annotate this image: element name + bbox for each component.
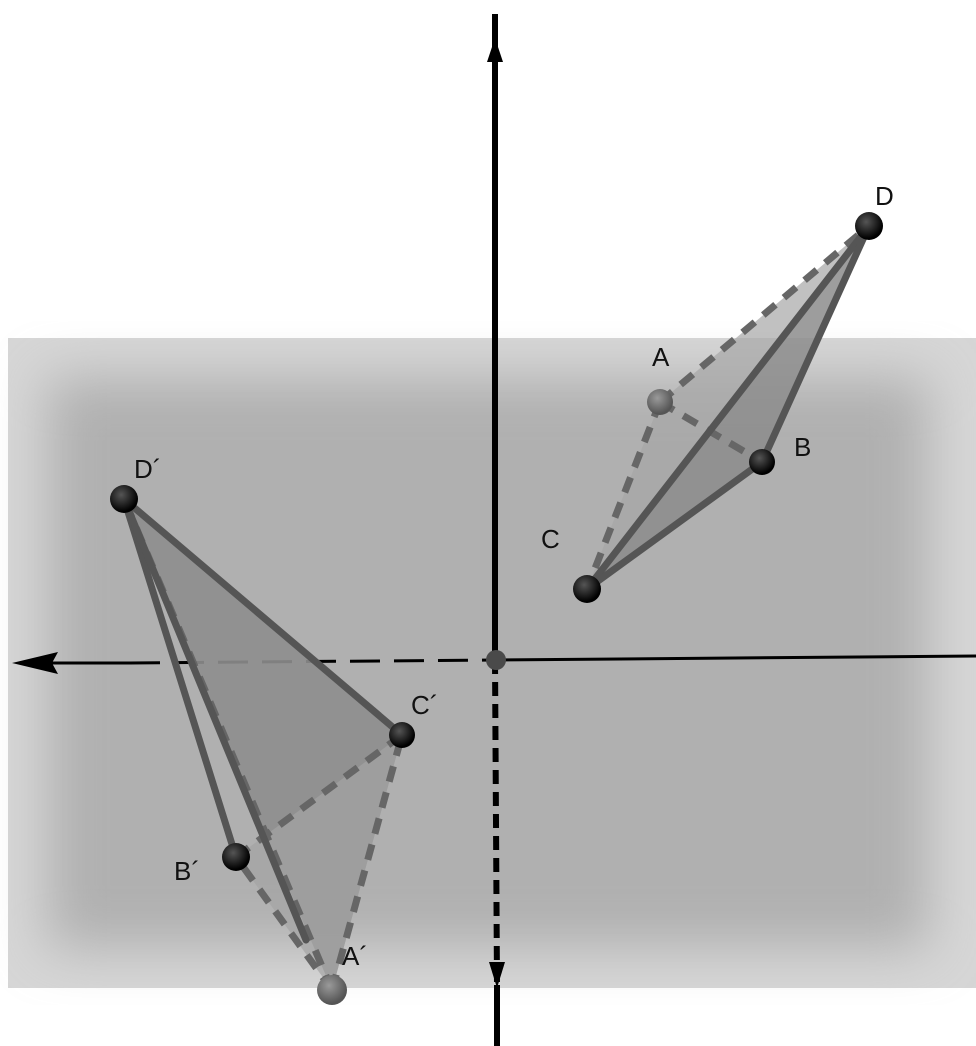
edge-a-prime-c-prime bbox=[328, 734, 406, 991]
origin-point bbox=[486, 650, 506, 670]
arrow-up-icon bbox=[487, 38, 503, 62]
tetrahedron-abcd bbox=[583, 222, 873, 593]
edge-ad bbox=[657, 223, 872, 405]
label-c-prime: C´ bbox=[411, 690, 438, 720]
label-d: D bbox=[875, 181, 894, 211]
point-c-prime[interactable] bbox=[389, 722, 415, 748]
vertical-axis bbox=[486, 14, 506, 1046]
edge-ac bbox=[583, 400, 664, 591]
point-b[interactable] bbox=[749, 449, 775, 475]
label-a: A bbox=[652, 342, 670, 372]
point-d[interactable] bbox=[855, 212, 883, 240]
point-a[interactable] bbox=[647, 389, 673, 415]
edge-c-prime-d-prime bbox=[120, 495, 406, 739]
label-b: B bbox=[794, 432, 811, 462]
tetrahedron-abcd-prime bbox=[120, 495, 406, 993]
points bbox=[110, 212, 883, 1005]
face-b-prime-c-prime-a-prime bbox=[236, 735, 402, 990]
edge-a-prime-d-prime bbox=[120, 495, 310, 944]
point-c[interactable] bbox=[573, 575, 601, 603]
arrow-left-icon bbox=[12, 652, 58, 674]
point-a-prime[interactable] bbox=[317, 975, 347, 1005]
point-b-prime[interactable] bbox=[222, 843, 250, 871]
edge-bc bbox=[583, 458, 766, 593]
label-b-prime: B´ bbox=[174, 856, 200, 886]
label-c: C bbox=[541, 524, 560, 554]
point-labels: A B C D A´ B´ C´ D´ bbox=[134, 181, 894, 971]
edge-b-prime-d-prime bbox=[120, 495, 240, 861]
point-d-prime[interactable] bbox=[110, 485, 138, 513]
label-d-prime: D´ bbox=[134, 454, 161, 484]
edge-bd bbox=[758, 222, 873, 466]
label-a-prime: A´ bbox=[342, 941, 368, 971]
edge-cd bbox=[583, 222, 873, 593]
edge-a-prime-b-prime bbox=[233, 854, 335, 993]
arrow-down-icon bbox=[489, 962, 505, 988]
